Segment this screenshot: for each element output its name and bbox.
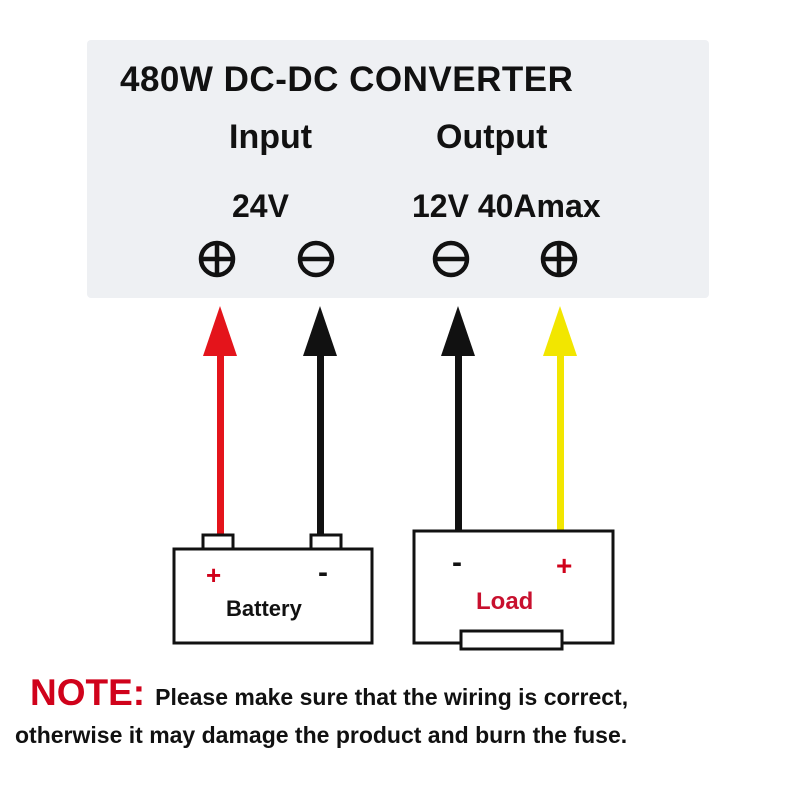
load-label: Load: [476, 588, 534, 615]
input-positive-terminal-icon: [198, 240, 236, 278]
output-positive-terminal-icon: [540, 240, 578, 278]
input-negative-terminal-icon: [297, 240, 335, 278]
yellow-wire-arrow: [543, 306, 577, 530]
input-label: Input: [229, 118, 313, 156]
output-rating: 12V 40Amax: [412, 188, 601, 224]
battery-plus-sign: +: [206, 560, 222, 590]
output-negative-terminal-icon: [432, 240, 470, 278]
note-line-1: NOTE: Please make sure that the wiring is…: [30, 672, 628, 714]
note-heading: NOTE:: [30, 672, 146, 713]
converter-title: 480W DC-DC CONVERTER: [120, 60, 574, 99]
battery-icon: [172, 533, 374, 645]
load-plus-sign: +: [556, 550, 573, 581]
converter-panel: [87, 40, 709, 298]
input-voltage: 24V: [232, 188, 289, 224]
battery-minus-sign: -: [318, 556, 328, 589]
red-wire-arrow: [203, 306, 237, 537]
note-text-2: otherwise it may damage the product and …: [15, 722, 628, 748]
note-text-1: Please make sure that the wiring is corr…: [155, 684, 629, 710]
load-icon: [412, 529, 615, 651]
battery-label: Battery: [226, 596, 302, 621]
black-wire-arrow-output: [441, 306, 475, 530]
load-minus-sign: -: [452, 546, 462, 579]
black-wire-arrow-input: [303, 306, 337, 537]
output-label: Output: [436, 118, 548, 156]
